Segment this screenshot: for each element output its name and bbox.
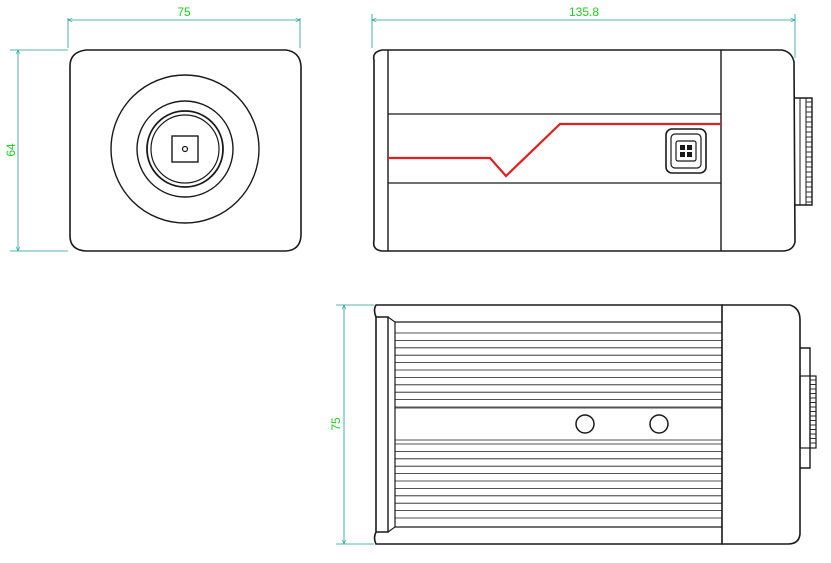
front-view — [69, 49, 302, 252]
lens-ring-core — [150, 114, 220, 184]
front-flange — [376, 316, 389, 533]
rear-cap — [722, 304, 801, 545]
bottom-mount-ribs — [810, 379, 816, 444]
side-housing-outline — [372, 49, 796, 252]
power-connector — [665, 128, 707, 174]
bottom-lens-mount — [800, 347, 811, 469]
bottom-dimensions — [336, 305, 374, 544]
side-mount-ribs — [806, 101, 812, 203]
lens-ring-middle — [136, 100, 234, 198]
bottom-depth-label: 75 — [329, 417, 343, 431]
lens-ring-outer — [110, 74, 260, 224]
side-view — [372, 49, 813, 252]
mount-screw-hole-1 — [575, 414, 595, 434]
side-length-label: 135.8 — [569, 5, 599, 19]
front-height-label: 64 — [4, 143, 18, 157]
side-lens-mount — [795, 97, 813, 206]
front-dimensions — [10, 18, 300, 251]
bottom-housing-outline — [373, 304, 723, 545]
bottom-view — [373, 304, 817, 545]
sensor-square — [171, 135, 199, 163]
sensor-dot — [181, 145, 189, 153]
mount-screw-hole-2 — [649, 414, 669, 434]
red-accent-stripe — [388, 122, 721, 178]
heatsink-fins — [395, 332, 722, 519]
lens-ring-inner — [146, 110, 224, 188]
side-dimensions — [372, 14, 795, 58]
front-width-label: 75 — [177, 5, 191, 19]
front-housing-outline — [69, 49, 302, 252]
